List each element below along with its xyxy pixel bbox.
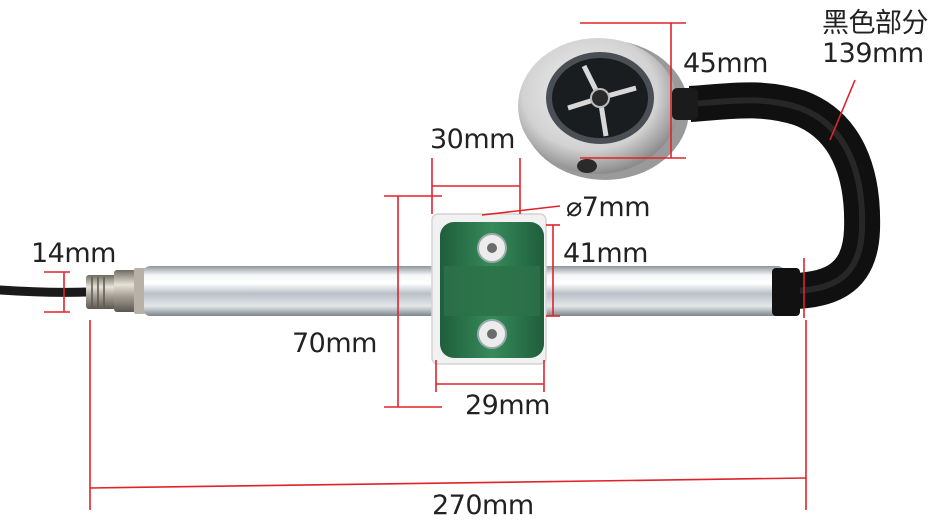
total-length-label: 270mm xyxy=(432,490,534,521)
clamp-height-label: 41mm xyxy=(563,238,648,269)
hole-diameter-label: ⌀7mm xyxy=(566,192,651,223)
clamp-width-label: 29mm xyxy=(465,390,550,421)
dimension-lines xyxy=(44,22,856,510)
head-diameter-label: 45mm xyxy=(683,48,768,79)
connector-diameter-label: 14mm xyxy=(31,238,116,269)
tube-end-sleeve xyxy=(772,268,800,316)
green-clamp xyxy=(440,222,544,358)
clamp-total-height-label: 70mm xyxy=(292,328,377,359)
black-flexible-arm xyxy=(688,82,881,310)
clamp-top-width-label: 30mm xyxy=(430,124,515,155)
cable-gland xyxy=(86,268,146,314)
black-part-title: 黑色部分 xyxy=(822,8,929,39)
black-part-length: 139mm xyxy=(822,38,924,69)
anemometer-head xyxy=(518,38,698,180)
signal-cable xyxy=(0,285,93,297)
